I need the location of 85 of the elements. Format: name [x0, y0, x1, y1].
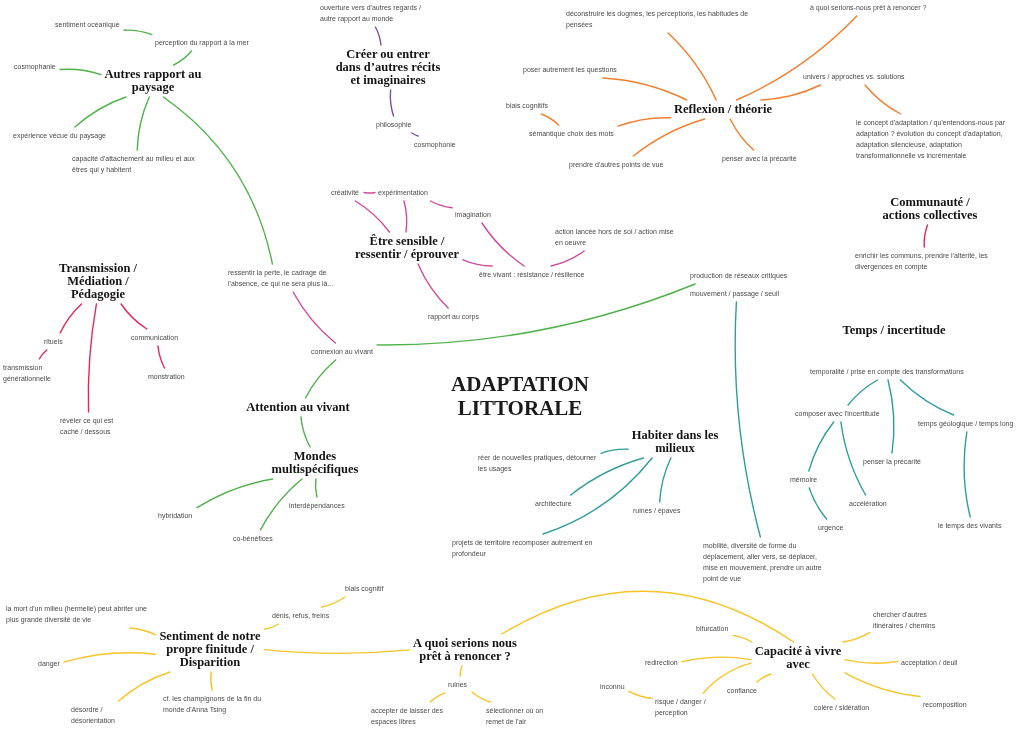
branch-line: [732, 634, 753, 643]
branch-line: [263, 623, 280, 630]
topic-heading: Communauté / actions collectives: [882, 196, 978, 222]
branch-line: [570, 457, 645, 496]
branch-line: [887, 379, 895, 454]
topic-heading: Habiter dans les milieux: [631, 429, 719, 455]
branch-line: [808, 487, 828, 520]
branch-line: [354, 200, 391, 233]
branch-line: [808, 421, 835, 472]
topic-heading: Reflexion / théorie: [673, 103, 773, 116]
branch-line: [923, 224, 929, 248]
branch-line: [38, 349, 48, 360]
branch-line: [411, 132, 419, 137]
branch-line: [600, 448, 629, 454]
branch-line: [292, 291, 337, 344]
branch-line: [417, 263, 449, 309]
branch-line: [501, 590, 795, 643]
topic-heading: Sentiment de notre propre finitude / Disparition: [158, 630, 262, 669]
branch-line: [899, 379, 955, 416]
branch-line: [729, 118, 755, 151]
branch-line: [87, 303, 98, 413]
branch-line: [735, 15, 858, 101]
branch-line: [429, 692, 446, 703]
branch-line: [842, 631, 871, 643]
branch-line: [363, 191, 376, 194]
branch-line: [117, 671, 171, 702]
branch-line: [314, 478, 318, 498]
branch-line: [304, 359, 337, 399]
topic-heading: Temps / incertitude: [841, 324, 947, 337]
branch-line: [681, 656, 752, 663]
branch-line: [756, 673, 772, 683]
branch-line: [550, 250, 585, 267]
branch-line: [403, 200, 408, 233]
branch-line: [628, 690, 653, 699]
branch-line: [374, 26, 382, 46]
branch-line: [542, 457, 653, 535]
branch-line: [540, 113, 560, 126]
branch-line: [376, 283, 696, 346]
branch-line: [389, 89, 395, 117]
branch-line: [760, 84, 822, 101]
branch-line: [429, 200, 453, 209]
branch-line: [63, 652, 157, 663]
topic-heading: Attention au vivant: [245, 401, 351, 414]
topic-heading: Capacité à vivre avec: [754, 645, 842, 671]
branch-line: [129, 627, 157, 636]
branch-line: [462, 259, 493, 267]
branch-line: [811, 673, 836, 700]
branch-line: [162, 96, 274, 265]
branch-line: [300, 416, 311, 448]
branch-line: [74, 96, 127, 128]
branch-line: [667, 32, 717, 101]
branch-line: [844, 672, 921, 698]
branch-line: [840, 421, 867, 496]
branch-line: [734, 301, 762, 538]
topic-heading: Transmission / Médiation / Pédagogie: [58, 262, 138, 301]
branch-line: [864, 84, 902, 115]
branch-line: [59, 68, 102, 76]
branch-line: [59, 303, 83, 334]
branch-line: [172, 50, 193, 66]
diagram-title: ADAPTATION LITTORALE: [450, 372, 590, 420]
branch-line: [320, 596, 346, 608]
branch-line: [210, 671, 213, 691]
branch-line: [602, 77, 688, 101]
branch-line: [481, 222, 525, 267]
branch-line: [632, 118, 706, 157]
branch-line: [471, 691, 491, 703]
branch-line: [259, 478, 303, 531]
topic-heading: Autres rapport au paysage: [104, 68, 202, 94]
branch-line: [963, 431, 971, 518]
branch-line: [123, 29, 153, 36]
topic-heading: Créer ou entrer dans d’autres récits et imaginaires: [335, 48, 441, 87]
branch-line: [702, 662, 752, 694]
branch-line: [844, 658, 899, 664]
branch-line: [847, 379, 879, 406]
branch-line: [136, 96, 150, 151]
branch-line: [196, 478, 274, 509]
branch-line: [120, 303, 148, 330]
topic-heading: Être sensible / ressentir / éprouver: [354, 235, 460, 261]
topic-heading: A quoi serions nous prêt à renoncer ?: [412, 637, 518, 663]
branch-line: [263, 648, 411, 655]
branch-line: [659, 457, 672, 503]
branch-line: [617, 117, 672, 127]
topic-heading: Mondes multispécifiques: [271, 450, 359, 476]
branch-line: [157, 345, 166, 369]
branch-line: [459, 665, 463, 677]
